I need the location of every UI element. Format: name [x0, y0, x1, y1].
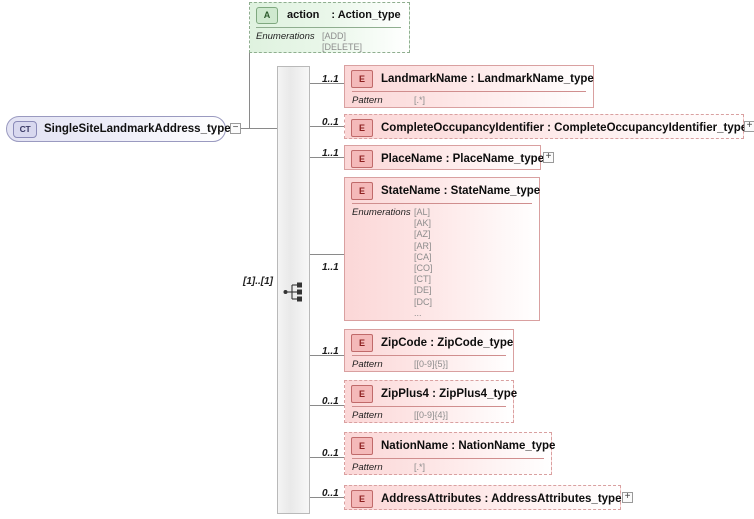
- element-separator: [352, 203, 532, 204]
- element-landmarkname[interactable]: E LandmarkName : LandmarkName_type Patte…: [344, 65, 594, 108]
- connector-branch-3: [310, 157, 344, 158]
- connector-branch-4: [310, 254, 344, 255]
- attribute-facet-values: [ADD] [DELETE]: [322, 31, 363, 52]
- element-header: E PlaceName : PlaceName_type: [345, 146, 544, 171]
- connector-branch-7: [310, 457, 344, 458]
- connector-branch-2: [310, 126, 344, 127]
- sequence-cardinality: [1]..[1]: [243, 276, 273, 287]
- facet-values: [[0-9]{4}]: [414, 410, 449, 420]
- connector-branch-8: [310, 497, 344, 498]
- root-collapse-toggle[interactable]: −: [230, 123, 241, 134]
- facet-label: Pattern: [352, 410, 383, 421]
- element-badge: E: [351, 181, 373, 200]
- element-label: NationName : NationName_type: [381, 439, 556, 452]
- attribute-name: action: [287, 9, 320, 21]
- expand-symbol: +: [746, 120, 753, 131]
- element-facet-row: Pattern [.*]: [352, 462, 425, 473]
- element-header: E LandmarkName : LandmarkName_type: [345, 66, 594, 91]
- connector-root-to-sequence: [241, 128, 278, 129]
- element-header: E ZipPlus4 : ZipPlus4_type: [345, 381, 517, 406]
- facet-values: [[0-9]{5}]: [414, 359, 449, 369]
- facet-values: [AL] [AK] [AZ] [AR] [CA] [CO] [CT] [DE] …: [414, 207, 433, 318]
- element-label: StateName : StateName_type: [381, 184, 541, 197]
- expand-symbol: +: [545, 151, 552, 162]
- element-facet-row: Pattern [[0-9]{4}]: [352, 410, 448, 421]
- element-separator: [352, 355, 506, 356]
- element-badge: E: [351, 489, 373, 508]
- cardinality-completeoccupancyidentifier: 0..1: [322, 117, 339, 128]
- attribute-action-box[interactable]: A action : Action_type Enumerations [ADD…: [249, 2, 410, 53]
- element-badge: E: [351, 333, 373, 352]
- element-addressattributes[interactable]: E AddressAttributes : AddressAttributes_…: [344, 485, 621, 510]
- expand-symbol: +: [624, 491, 631, 502]
- element-statename[interactable]: E StateName : StateName_type Enumeration…: [344, 177, 540, 321]
- attribute-facet-row: Enumerations [ADD] [DELETE]: [256, 31, 362, 53]
- element-label: ZipPlus4 : ZipPlus4_type: [381, 387, 518, 400]
- element-badge: E: [351, 118, 373, 137]
- element-header: E CompleteOccupancyIdentifier : Complete…: [345, 115, 747, 140]
- cardinality-zipplus4: 0..1: [322, 396, 339, 407]
- connector-branch-5: [310, 355, 344, 356]
- attribute-badge: A: [256, 6, 278, 24]
- element-separator: [352, 406, 506, 407]
- element-label: LandmarkName : LandmarkName_type: [381, 72, 594, 85]
- element-facet-row: Pattern [.*]: [352, 95, 425, 106]
- root-complextype-node[interactable]: CT SingleSiteLandmarkAddress_type: [6, 116, 231, 142]
- element-header: E StateName : StateName_type: [345, 178, 541, 203]
- connector-branch-1: [310, 83, 344, 84]
- connector-attribute-vertical: [249, 28, 250, 128]
- expand-toggle-placename[interactable]: +: [543, 152, 554, 163]
- expand-toggle-addressattributes[interactable]: +: [622, 492, 633, 503]
- element-completeoccupancyidentifier[interactable]: E CompleteOccupancyIdentifier : Complete…: [344, 114, 747, 140]
- element-badge: E: [351, 384, 373, 403]
- cardinality-statename: 1..1: [322, 262, 339, 273]
- element-label: ZipCode : ZipCode_type: [381, 336, 514, 349]
- element-separator: [352, 458, 544, 459]
- facet-label: Pattern: [352, 359, 383, 370]
- element-label: AddressAttributes : AddressAttributes_ty…: [381, 492, 622, 505]
- attribute-header: A action : Action_type: [250, 3, 409, 27]
- facet-label: Pattern: [352, 95, 383, 106]
- element-badge: E: [351, 436, 373, 455]
- sequence-compositor-column[interactable]: [277, 66, 310, 514]
- element-badge: E: [351, 69, 373, 88]
- root-collapse-symbol: −: [232, 122, 239, 133]
- element-header: E NationName : NationName_type: [345, 433, 555, 458]
- element-header: E ZipCode : ZipCode_type: [345, 330, 513, 355]
- cardinality-nationname: 0..1: [322, 448, 339, 459]
- cardinality-zipcode: 1..1: [322, 346, 339, 357]
- root-type-label: SingleSiteLandmarkAddress_type: [44, 123, 231, 135]
- sequence-icon: [283, 281, 305, 303]
- element-label: CompleteOccupancyIdentifier : CompleteOc…: [381, 121, 748, 134]
- facet-label: Enumerations: [352, 207, 411, 218]
- facet-values: [.*]: [414, 462, 426, 472]
- complextype-badge: CT: [13, 120, 37, 138]
- attribute-facet-label: Enumerations: [256, 31, 315, 42]
- element-label: PlaceName : PlaceName_type: [381, 152, 545, 165]
- cardinality-addressattributes: 0..1: [322, 488, 339, 499]
- element-header: E AddressAttributes : AddressAttributes_…: [345, 486, 622, 511]
- element-zipplus4[interactable]: E ZipPlus4 : ZipPlus4_type Pattern [[0-9…: [344, 380, 517, 423]
- attribute-type: : Action_type: [331, 9, 401, 21]
- facet-values: [.*]: [414, 95, 426, 105]
- element-nationname[interactable]: E NationName : NationName_type Pattern […: [344, 432, 555, 475]
- element-separator: [352, 91, 586, 92]
- cardinality-placename: 1..1: [322, 148, 339, 159]
- attribute-separator: [256, 27, 401, 28]
- facet-label: Pattern: [352, 462, 383, 473]
- connector-branch-6: [310, 405, 344, 406]
- element-facet-row: Pattern [[0-9]{5}]: [352, 359, 448, 370]
- expand-toggle-completeoccupancyidentifier[interactable]: +: [744, 121, 754, 132]
- element-facet-row: Enumerations [AL] [AK] [AZ] [AR] [CA] [C…: [352, 207, 433, 319]
- element-badge: E: [351, 149, 373, 168]
- element-zipcode[interactable]: E ZipCode : ZipCode_type Pattern [[0-9]{…: [344, 329, 514, 372]
- element-placename[interactable]: E PlaceName : PlaceName_type: [344, 145, 544, 171]
- cardinality-landmarkname: 1..1: [322, 74, 339, 85]
